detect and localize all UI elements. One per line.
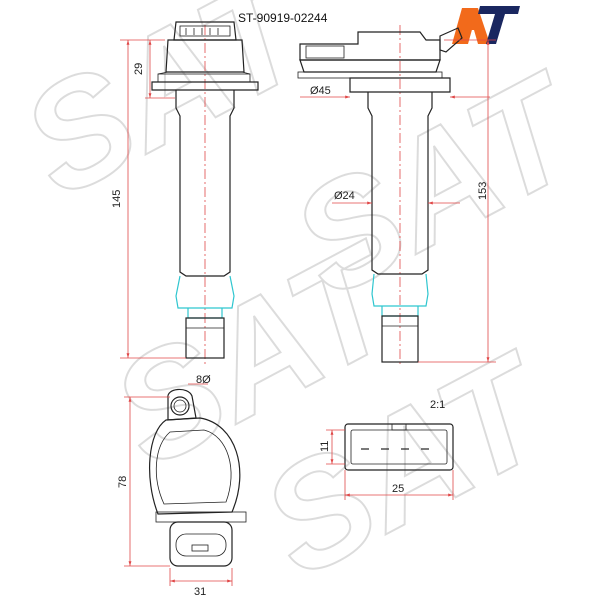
brand-logo: AT	[452, 6, 520, 44]
total-length-side-label: 153	[477, 182, 489, 200]
mount-hole-label: 8Ø	[196, 374, 211, 386]
front-view: 29 145	[111, 21, 259, 365]
part-number: ST-90919-02244	[238, 11, 328, 25]
top-width-label: 31	[194, 586, 206, 598]
connector-height-label: 11	[319, 441, 331, 452]
head-height-label: 29	[133, 63, 145, 75]
total-length-front-label: 145	[111, 190, 123, 208]
connector-width-label: 25	[392, 483, 404, 495]
scale-label: 2:1	[430, 399, 445, 411]
connector-detail: 2:1 11 25	[319, 399, 454, 500]
body-diameter-label: Ø24	[334, 190, 355, 202]
flange-diameter-label: Ø45	[310, 85, 331, 97]
top-view: 8Ø 78 31	[117, 374, 247, 598]
side-view: Ø45 Ø24 153	[297, 25, 496, 365]
top-length-label: 78	[117, 476, 129, 488]
